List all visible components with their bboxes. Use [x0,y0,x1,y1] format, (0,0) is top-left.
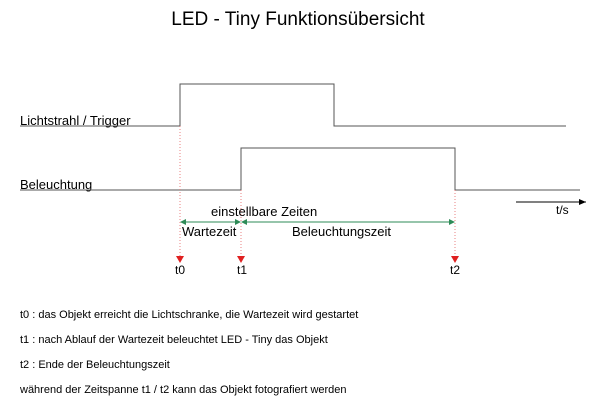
span-arrow-illumination-head-left [241,219,247,225]
span-label-illumination: Beleuchtungszeit [292,224,391,239]
time-axis-label: t/s [556,203,569,217]
span-label-adjustable: einstellbare Zeiten [211,204,317,219]
marker-label-t1: t1 [237,263,247,277]
waveform-illumination [20,147,580,191]
marker-triangle-t1 [237,256,245,263]
span-arrow-wait-head-left [180,219,186,225]
span-arrow-wait-head-right [235,219,241,225]
signal-label-illumination: Beleuchtung [20,177,92,192]
marker-label-t2: t2 [450,263,460,277]
signal-label-trigger: Lichtstrahl / Trigger [20,113,131,128]
diagram-title: LED - Tiny Funktionsübersicht [171,9,425,30]
note-photo-window: während der Zeitspanne t1 / t2 kann das … [19,384,347,396]
waveform-trigger [20,83,566,127]
note-t0: t0 : das Objekt erreicht die Lichtschran… [20,309,358,321]
marker-triangle-t0 [176,256,184,263]
marker-label-t0: t0 [175,263,185,277]
time-axis-arrowhead [579,199,586,205]
span-arrow-illumination-head-right [449,219,455,225]
note-t2: t2 : Ende der Beleuchtungszeit [20,359,170,371]
note-t1: t1 : nach Ablauf der Wartezeit beleuchte… [20,334,328,346]
span-label-wait: Wartezeit [182,224,237,239]
marker-triangle-t2 [451,256,459,263]
